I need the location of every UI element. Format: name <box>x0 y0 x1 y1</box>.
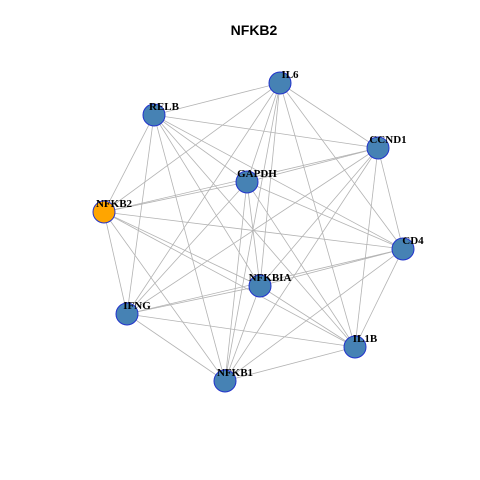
edge-nfkbia-ifng <box>126 285 261 315</box>
edge-ccnd1-cd4 <box>377 147 404 250</box>
node-nfkb1 <box>213 369 237 393</box>
edge-cd4-nfkb1 <box>224 248 404 382</box>
edge-il6-il1b <box>279 82 356 348</box>
node-label-il6: IL6 <box>281 69 299 81</box>
edge-relb-nfkbia <box>153 114 261 287</box>
node-nfkb2 <box>92 200 116 224</box>
edge-il6-gapdh <box>246 82 281 183</box>
edge-nfkbia-nfkb1 <box>224 285 261 382</box>
graph-title: NFKB2 <box>231 22 278 38</box>
node-nfkbia <box>248 274 272 298</box>
edge-ifng-il1b <box>126 313 356 348</box>
node-ifng <box>115 302 139 326</box>
edge-il6-nfkb1 <box>224 82 281 382</box>
edge-cd4-nfkbia <box>259 248 404 287</box>
node-label-relb: RELB <box>149 101 180 113</box>
edge-gapdh-nfkbia <box>246 181 261 287</box>
node-cd4 <box>391 237 415 261</box>
node-layer <box>92 71 415 393</box>
edge-ccnd1-nfkbia <box>259 147 379 287</box>
node-label-cd4: CD4 <box>402 235 424 247</box>
edge-ccnd1-gapdh <box>246 147 379 183</box>
edge-cd4-il1b <box>354 248 404 348</box>
node-label-ccnd1: CCND1 <box>369 134 406 146</box>
edge-il6-ifng <box>126 82 281 315</box>
node-il6 <box>268 71 292 95</box>
edge-ccnd1-ifng <box>126 147 379 315</box>
edge-relb-ifng <box>126 114 155 315</box>
node-label-nfkb2: NFKB2 <box>96 198 133 210</box>
node-label-nfkb1: NFKB1 <box>217 367 253 379</box>
edge-relb-gapdh <box>153 114 248 183</box>
edge-il1b-nfkb1 <box>224 346 356 382</box>
edge-ccnd1-nfkb1 <box>224 147 379 382</box>
node-relb <box>142 103 166 127</box>
edge-il6-cd4 <box>279 82 404 250</box>
edge-relb-cd4 <box>153 114 404 250</box>
node-ccnd1 <box>366 136 390 160</box>
edge-relb-ccnd1 <box>153 114 379 149</box>
edge-ccnd1-il1b <box>354 147 379 348</box>
edge-il6-nfkb2 <box>103 82 281 213</box>
edge-nfkb2-ifng <box>103 211 128 315</box>
edge-gapdh-il1b <box>246 181 356 348</box>
edge-relb-nfkb2 <box>103 114 155 213</box>
edge-gapdh-ifng <box>126 181 248 315</box>
edge-il6-nfkbia <box>259 82 281 287</box>
node-label-nfkbia: NFKBIA <box>249 272 292 284</box>
edge-il6-ccnd1 <box>279 82 379 149</box>
edge-gapdh-nfkb1 <box>224 181 248 382</box>
edge-gapdh-nfkb2 <box>103 181 248 213</box>
edge-nfkb2-cd4 <box>103 211 404 250</box>
edge-relb-nfkb1 <box>153 114 226 382</box>
edge-nfkb2-nfkb1 <box>103 211 226 382</box>
edge-nfkb2-il1b <box>103 211 356 348</box>
edge-il6-relb <box>153 82 281 116</box>
edge-nfkbia-il1b <box>259 285 356 348</box>
node-label-il1b: IL1B <box>353 333 378 345</box>
edge-layer <box>103 82 404 382</box>
edge-nfkb2-nfkbia <box>103 211 261 287</box>
edge-gapdh-cd4 <box>246 181 404 250</box>
node-il1b <box>343 335 367 359</box>
node-label-gapdh: GAPDH <box>237 168 277 180</box>
edge-ifng-nfkb1 <box>126 313 226 382</box>
node-label-ifng: IFNG <box>123 300 151 312</box>
node-gapdh <box>235 170 259 194</box>
